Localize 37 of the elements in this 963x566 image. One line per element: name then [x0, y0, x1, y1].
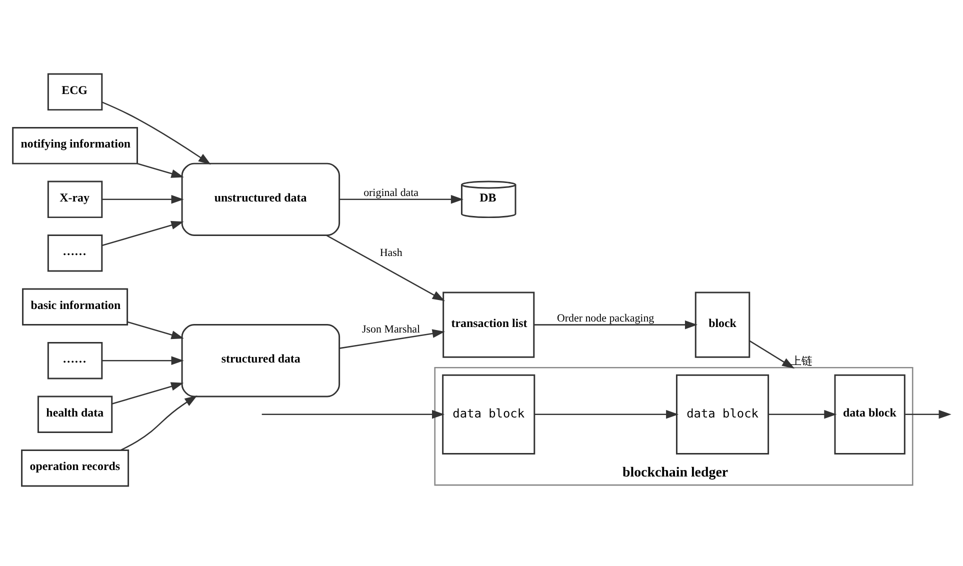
node-box: transaction list [442, 291, 535, 358]
arrow [112, 382, 184, 404]
arrow [102, 101, 211, 164]
arrow [749, 340, 795, 368]
arrow [262, 410, 445, 418]
node-box: data block [834, 374, 906, 454]
arrow [102, 356, 184, 365]
arrow [120, 394, 198, 450]
arrow [326, 234, 445, 301]
node-box: unstructured data [181, 162, 340, 236]
arrow [768, 410, 837, 418]
node-box: health data [37, 395, 113, 433]
node-box: …… [47, 341, 103, 379]
node-box: data block [442, 374, 536, 454]
node-box: operation records [21, 448, 130, 486]
arrow [339, 194, 464, 204]
edge-label: Hash [380, 246, 402, 258]
node-box: block [694, 291, 750, 358]
arrow [905, 410, 952, 418]
arrow [102, 194, 184, 204]
edge-label: original data [364, 186, 419, 199]
node-box: notifying information [12, 126, 138, 164]
arrow [339, 328, 445, 348]
edge-label: Json Marshal [362, 323, 420, 336]
arrow [534, 320, 698, 329]
edge-label: 上链 [790, 354, 813, 367]
arrow [128, 320, 184, 339]
node-box: basic information [22, 288, 128, 326]
arrow [534, 410, 679, 418]
node-box: ECG [47, 72, 103, 110]
arrow [137, 162, 184, 178]
node-box: data block [676, 374, 770, 454]
node-box: structured data [181, 324, 340, 397]
node-box: X-ray [47, 180, 103, 218]
edge-label: Order node packaging [556, 312, 654, 324]
arrow [102, 220, 184, 246]
node-box: …… [47, 234, 103, 272]
